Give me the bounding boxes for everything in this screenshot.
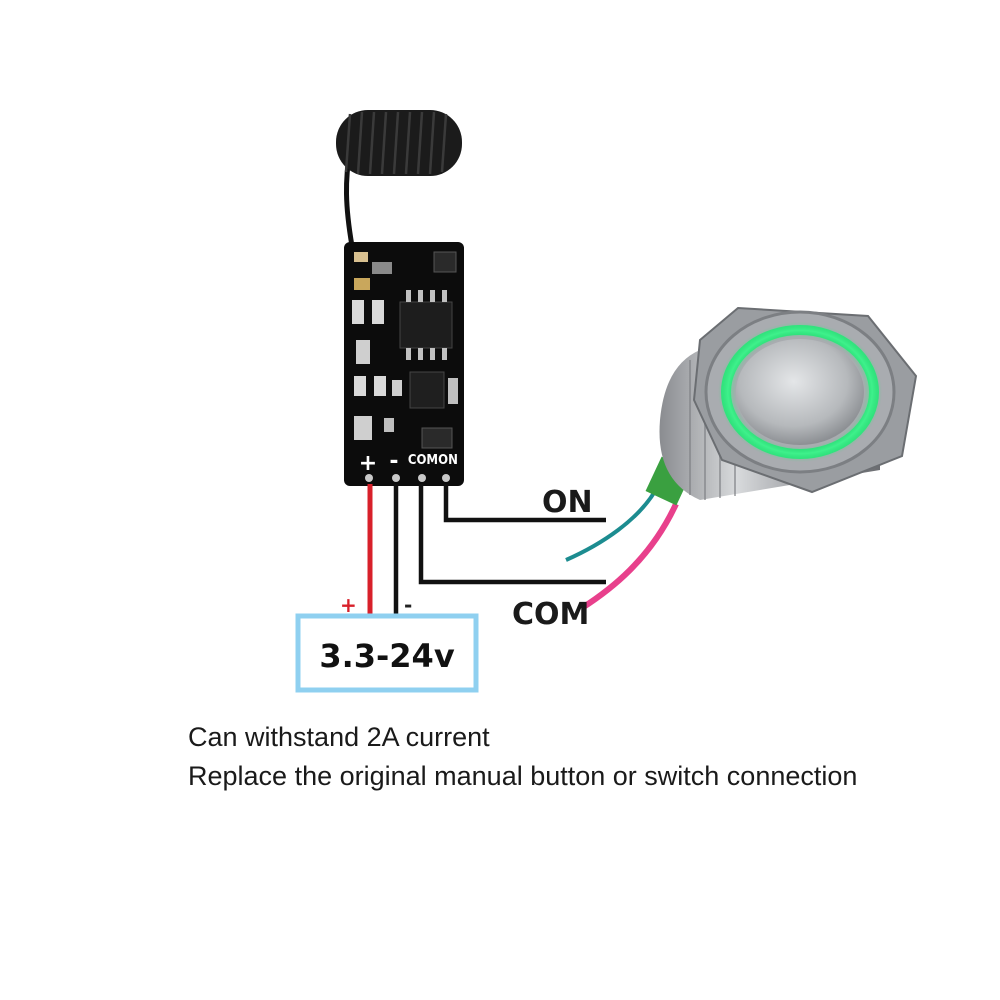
switch-wires (565, 485, 679, 611)
caption-current-rating: Can withstand 2A current (188, 722, 490, 752)
on-wire-label: ON (542, 485, 593, 520)
on-wire (443, 484, 606, 523)
button-face (736, 339, 864, 445)
pcb-minus-label: - (389, 449, 398, 474)
caption-replacement-note: Replace the original manual button or sw… (188, 761, 858, 791)
pcb-com-label: COM (408, 453, 438, 468)
com-wire (418, 484, 606, 585)
pink-wire (580, 502, 679, 611)
minus-polarity-label: - (404, 593, 412, 617)
antenna-coil (336, 110, 462, 247)
push-button-switch (645, 306, 918, 506)
teal-wire (565, 485, 660, 562)
receiver-module: + - COM ON (344, 242, 464, 486)
com-wire-label: COM (512, 597, 589, 632)
voltage-label: 3.3-24v (319, 637, 455, 675)
pcb-on-label: ON (438, 453, 458, 468)
module-wires (367, 484, 606, 616)
power-supply: 3.3-24v (295, 613, 479, 693)
plus-polarity-label: + (340, 593, 357, 617)
pcb-plus-label: + (359, 451, 377, 476)
